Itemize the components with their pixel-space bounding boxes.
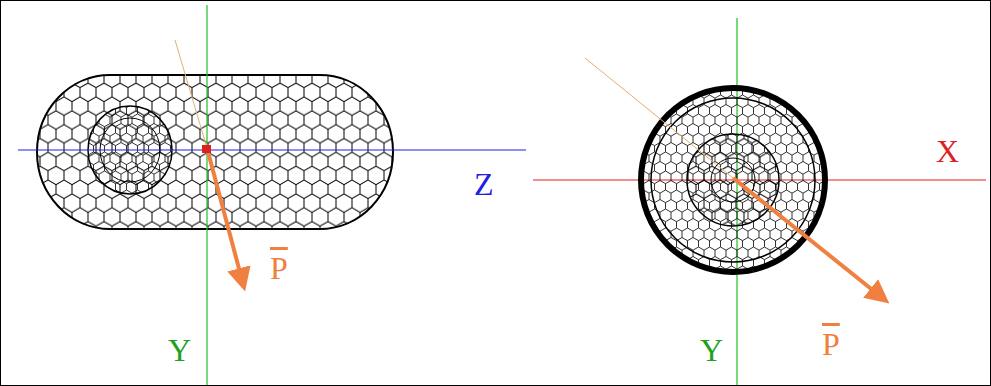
axis-label: Y xyxy=(168,334,191,366)
vector-label: P xyxy=(822,328,840,360)
axis-label: X xyxy=(936,135,959,167)
axis-label: Y xyxy=(700,334,723,366)
vector-label: P xyxy=(270,252,288,284)
axis-label: Z xyxy=(474,168,494,200)
